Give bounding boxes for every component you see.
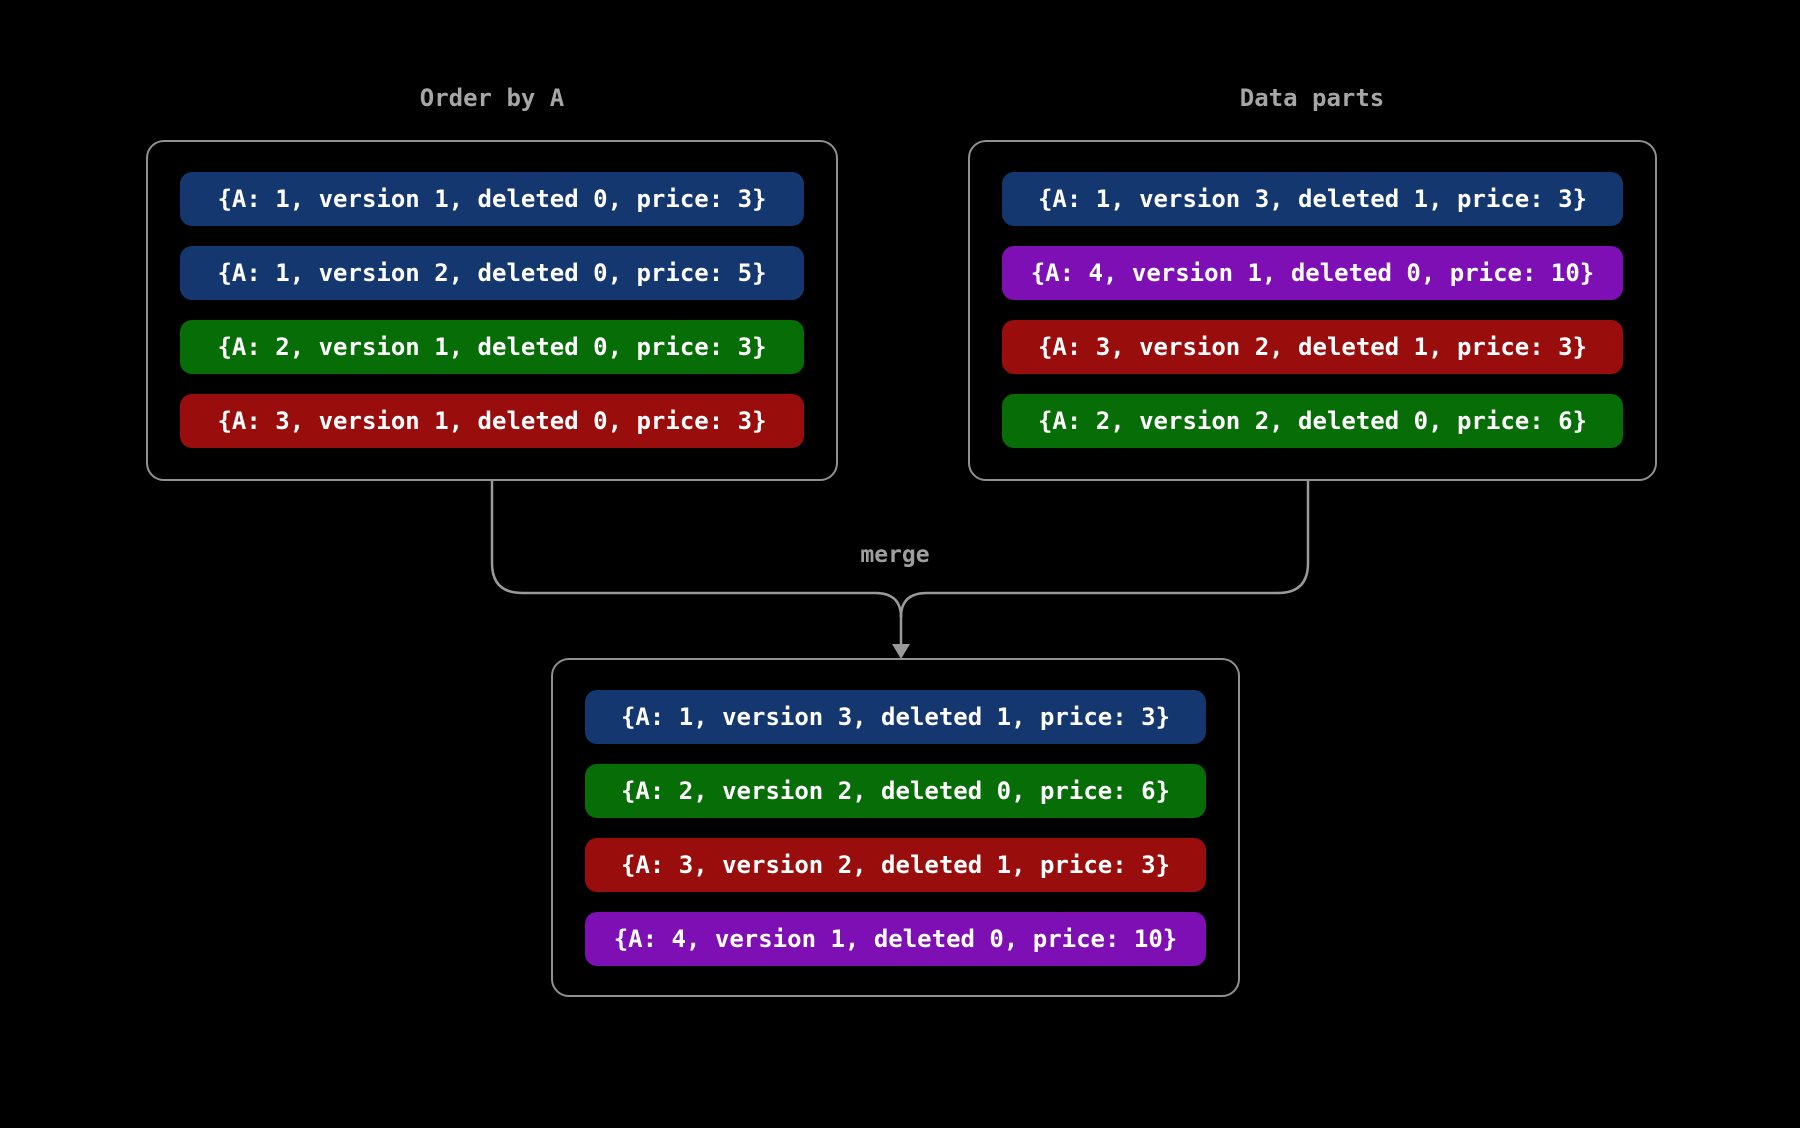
data-parts-panel: {A: 1, version 3, deleted 1, price: 3} {A… <box>968 140 1657 481</box>
record-row-green: {A: 2, version 1, deleted 0, price: 3} <box>180 320 804 374</box>
merged-result-panel: {A: 1, version 3, deleted 1, price: 3} {A… <box>551 658 1240 997</box>
record-row-blue: {A: 1, version 3, deleted 1, price: 3} <box>1002 172 1623 226</box>
record-row-green: {A: 2, version 2, deleted 0, price: 6} <box>585 764 1206 818</box>
record-row-red: {A: 3, version 2, deleted 1, price: 3} <box>1002 320 1623 374</box>
record-row-blue: {A: 1, version 2, deleted 0, price: 5} <box>180 246 804 300</box>
record-row-red: {A: 3, version 1, deleted 0, price: 3} <box>180 394 804 448</box>
left-panel-title: Order by A <box>419 84 565 112</box>
record-row-purple: {A: 4, version 1, deleted 0, price: 10} <box>1002 246 1623 300</box>
right-panel-title: Data parts <box>1239 84 1385 112</box>
record-row-purple: {A: 4, version 1, deleted 0, price: 10} <box>585 912 1206 966</box>
record-row-red: {A: 3, version 2, deleted 1, price: 3} <box>585 838 1206 892</box>
merge-label: merge <box>860 542 930 568</box>
record-row-blue: {A: 1, version 1, deleted 0, price: 3} <box>180 172 804 226</box>
record-row-green: {A: 2, version 2, deleted 0, price: 6} <box>1002 394 1623 448</box>
record-row-blue: {A: 1, version 3, deleted 1, price: 3} <box>585 690 1206 744</box>
merge-arrowhead-icon <box>892 644 910 659</box>
order-by-a-panel: {A: 1, version 1, deleted 0, price: 3} {A… <box>146 140 838 481</box>
